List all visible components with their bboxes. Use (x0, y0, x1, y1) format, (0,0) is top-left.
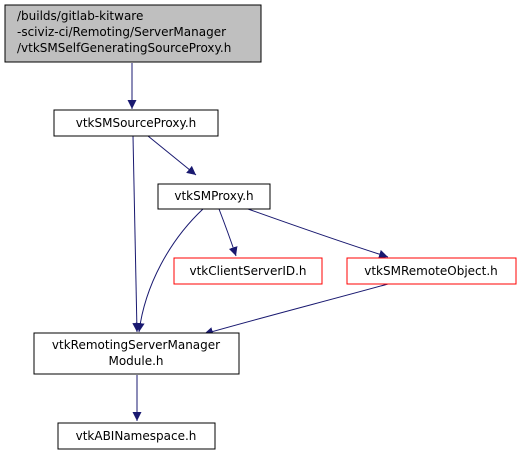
node-vtkclientserverid[interactable]: vtkClientServerID.h (173, 257, 323, 285)
edge-proxy-to-client-server-id (218, 208, 238, 257)
node-vtkremotingservermanagermodule[interactable]: vtkRemotingServerManager Module.h (33, 332, 240, 375)
node-vtksmproxy[interactable]: vtkSMProxy.h (157, 183, 271, 210)
edge-remote-object-to-module (203, 283, 389, 336)
node-vtkclientserverid-label: vtkClientServerID.h (189, 264, 306, 278)
node-vtksmremoteobject-label: vtkSMRemoteObject.h (364, 264, 498, 278)
node-root-line-1: /builds/gitlab-kitware (17, 9, 143, 23)
node-root-line-2: -sciviz-ci/Remoting/ServerManager (17, 25, 226, 39)
edge-proxy-to-remote-object (247, 208, 389, 259)
node-root-line-3: /vtkSMSelfGeneratingSourceProxy.h (17, 41, 231, 55)
node-module-line-2: Module.h (108, 354, 163, 368)
edges-layer (127, 63, 389, 421)
node-module-line-1: vtkRemotingServerManager (52, 338, 220, 352)
node-vtkabinamespace[interactable]: vtkABINamespace.h (57, 422, 216, 450)
edge-proxy-to-module (135, 208, 204, 333)
node-vtksmproxy-label: vtkSMProxy.h (174, 189, 253, 203)
node-vtksmsourceproxy-label: vtkSMSourceProxy.h (76, 116, 197, 130)
node-vtksmsourceproxy[interactable]: vtkSMSourceProxy.h (53, 109, 219, 137)
node-root-file[interactable]: /builds/gitlab-kitware -sciviz-ci/Remoti… (4, 4, 262, 63)
node-vtksmremoteobject[interactable]: vtkSMRemoteObject.h (346, 257, 517, 285)
edge-source-proxy-to-module (132, 135, 142, 333)
node-vtkabinamespace-label: vtkABINamespace.h (76, 429, 197, 443)
edge-source-proxy-to-proxy (147, 135, 197, 176)
